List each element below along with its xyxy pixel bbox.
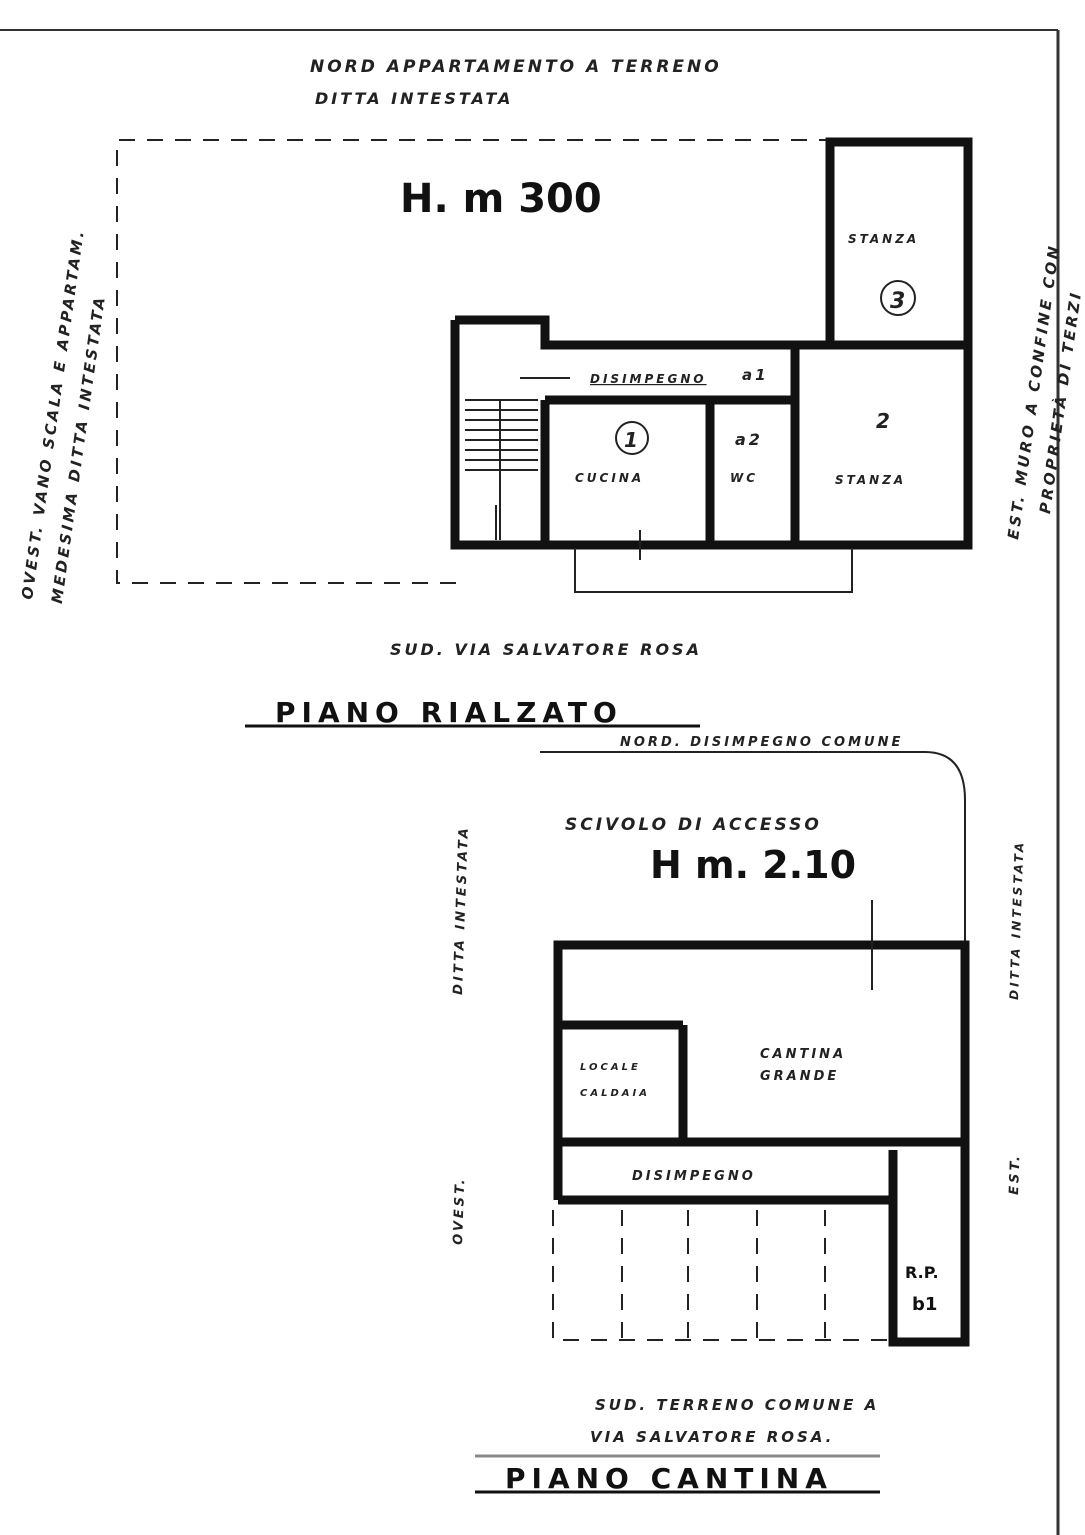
lower-east-label-2: EST. <box>1007 1153 1023 1195</box>
lower-west-label: DITTA INTESTATA <box>451 825 472 995</box>
disimpegno-lower-label: DISIMPEGNO <box>632 1169 756 1184</box>
lower-west-label-2: OVEST. <box>451 1176 468 1245</box>
room-1-label: CUCINA <box>575 471 644 485</box>
room-1-number: 1 <box>624 428 641 452</box>
north-label-2: DITTA INTESTATA <box>315 89 513 108</box>
disimpegno-number: a1 <box>742 366 769 384</box>
staircase <box>465 399 538 540</box>
lower-south-label-2: VIA SALVATORE ROSA. <box>590 1428 834 1446</box>
upper-height: H. m 300 <box>400 176 602 222</box>
cantina-label-2: GRANDE <box>760 1069 839 1084</box>
room-1-circle <box>615 421 649 455</box>
lower-east-label: DITTA INTESTATA <box>1007 840 1027 1000</box>
lower-north-label: NORD. DISIMPEGNO COMUNE <box>620 735 903 750</box>
south-label: SUD. VIA SALVATORE ROSA <box>390 640 702 659</box>
caldaia-label-2: CALDAIA <box>580 1088 650 1099</box>
disimpegno-label: DISIMPEGNO <box>590 372 707 386</box>
room-3-label: STANZA <box>848 232 919 246</box>
room-3-circle <box>880 280 916 316</box>
terrace-outline <box>116 139 835 584</box>
ramp-label: SCIVOLO DI ACCESSO <box>565 815 822 835</box>
lower-south-label: SUD. TERRENO COMUNE A <box>595 1396 879 1414</box>
wc-label: WC <box>730 471 758 485</box>
balcony <box>574 548 853 593</box>
ramp-outline <box>540 751 966 945</box>
room-2-label: STANZA <box>835 473 906 487</box>
lower-height: H m. 2.10 <box>650 843 856 887</box>
caldaia-label: LOCALE <box>580 1062 641 1073</box>
rp-label: R.P. <box>905 1263 939 1282</box>
room-2-number: 2 <box>876 409 893 433</box>
north-label: NORD APPARTAMENTO A TERRENO <box>310 57 722 77</box>
rp-number: b1 <box>912 1294 937 1315</box>
lower-title: PIANO CANTINA <box>505 1462 833 1495</box>
apartment-walls <box>450 137 973 550</box>
room-3-number: 3 <box>890 289 908 314</box>
upper-title: PIANO RIALZATO <box>275 696 623 729</box>
parking-outline <box>552 1210 893 1341</box>
wc-number: a2 <box>735 430 763 449</box>
cantina-label: CANTINA <box>760 1047 846 1062</box>
